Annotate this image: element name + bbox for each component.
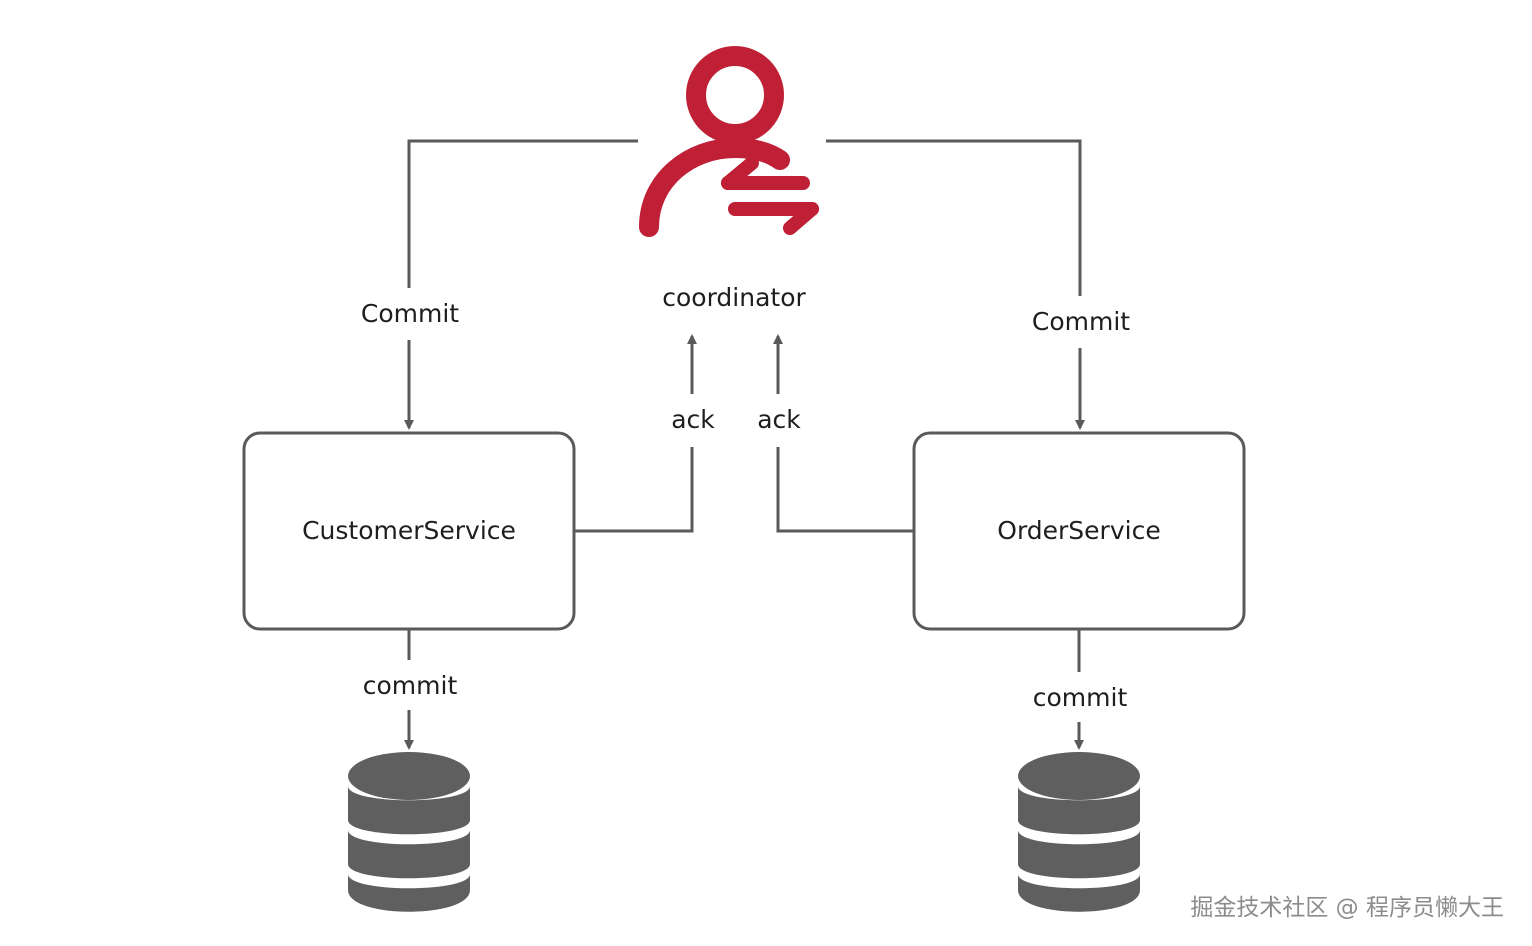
database-icon [1018,752,1140,912]
ack-label-order: ack [757,405,801,434]
user-exchange-icon [639,46,819,237]
db-commit-label-customer: commit [363,671,458,700]
ack-edge-order [773,334,913,533]
customer-service-box [242,431,576,631]
commit-edge-order [826,139,1085,430]
coordinator-label: coordinator [662,283,806,312]
customer-service-label: CustomerService [302,516,516,545]
commit-label-customer: Commit [361,299,459,328]
database-icon [348,752,470,912]
order-service-box [912,431,1246,631]
commit-label-order: Commit [1032,307,1130,336]
db-commit-label-order: commit [1033,683,1128,712]
order-service-label: OrderService [997,516,1160,545]
commit-edge-customer [404,139,638,430]
ack-edge-customer [575,334,697,533]
watermark: 掘金技术社区 @ 程序员懒大王 [1190,895,1504,921]
ack-label-customer: ack [671,405,715,434]
